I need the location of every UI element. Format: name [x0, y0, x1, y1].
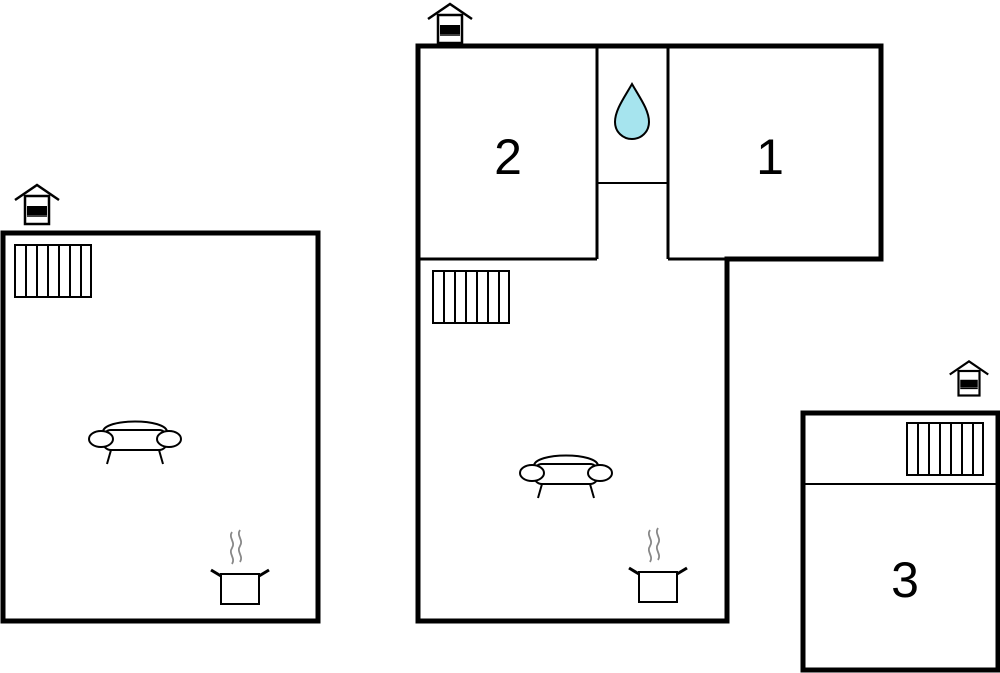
cooking-pot-icon	[209, 528, 271, 606]
left-building	[0, 183, 321, 624]
radiator-icon	[906, 422, 984, 476]
radiator-icon	[432, 270, 510, 324]
left-room	[0, 230, 321, 624]
sofa-icon	[88, 420, 182, 465]
entrance-icon	[948, 360, 990, 397]
room-number-1: 1	[756, 129, 784, 185]
sofa-icon	[519, 454, 613, 499]
entrance-icon	[13, 183, 61, 226]
entrance-icon	[426, 2, 474, 45]
room-number-3: 3	[891, 552, 919, 608]
room-number-2: 2	[494, 129, 522, 185]
radiator-icon	[14, 244, 92, 298]
water-drop-icon	[613, 81, 651, 141]
right-room	[800, 410, 1000, 673]
middle-building: 2 1	[415, 2, 884, 624]
right-building: 3	[800, 360, 1000, 673]
cooking-pot-icon	[627, 526, 689, 604]
